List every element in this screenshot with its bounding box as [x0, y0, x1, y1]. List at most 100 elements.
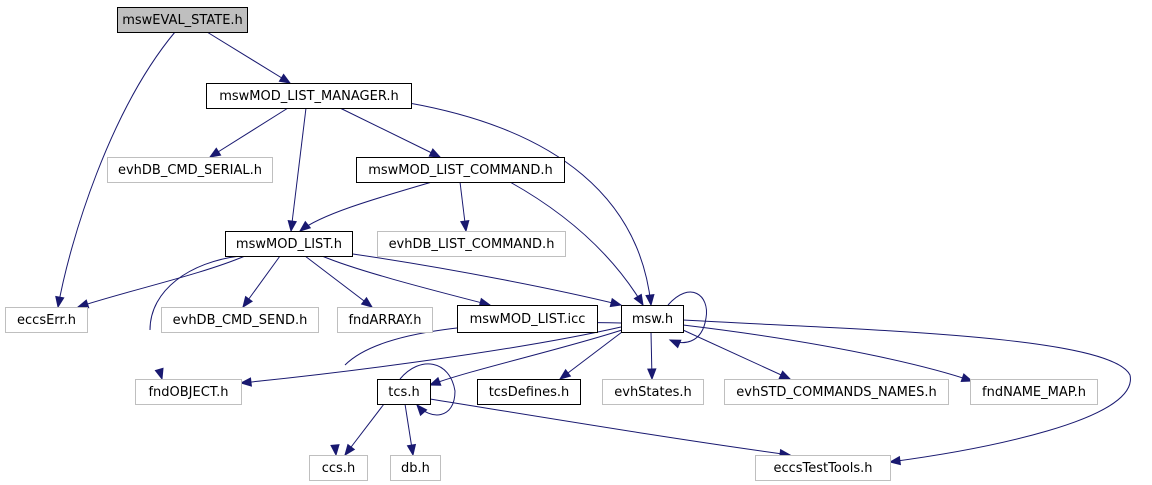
- edge-line: [344, 403, 385, 456]
- edges-layer: [55, 31, 1131, 466]
- edge-msw-to-fndOBJECT: [239, 326, 622, 387]
- arrow-head-icon: [645, 294, 655, 307]
- arrow-head-icon: [239, 377, 252, 387]
- edge-mswMOD_LIST_MANAGER-to-evhDB_CMD_SERIAL: [208, 107, 289, 158]
- edge-line: [682, 329, 791, 380]
- edge-line: [57, 31, 176, 308]
- node-box: [107, 157, 273, 183]
- node-label: evhDB_LIST_COMMAND.h: [389, 237, 555, 252]
- arrow-head-icon: [287, 220, 297, 233]
- node-msw[interactable]: msw.h: [621, 305, 684, 333]
- edge-mswEVAL_STATE-to-eccsErr: [55, 31, 176, 309]
- edge-msw-to-fndNAME_MAP: [682, 324, 974, 383]
- edge-line: [429, 398, 791, 456]
- edge-mswMOD_LIST_MANAGER-to-mswMOD_LIST_COMMAND: [339, 107, 442, 158]
- node-db: db.h: [390, 455, 441, 481]
- arrow-head-icon: [154, 367, 164, 381]
- node-box: [377, 231, 566, 257]
- edge-line: [339, 107, 441, 158]
- node-label: tcs.h: [388, 385, 419, 400]
- node-box: [602, 379, 704, 405]
- edge-mswMOD_LIST_MANAGER-to-msw: [408, 102, 655, 307]
- arrow-head-icon: [330, 444, 340, 457]
- arrow-head-icon: [888, 455, 901, 466]
- edge-msw-to-evhSTD_COMMANDS_NAMES: [682, 329, 792, 380]
- edge-msw-to-tcs: [428, 329, 623, 386]
- arrow-head-icon: [416, 403, 428, 417]
- arrow-head-icon: [406, 443, 417, 457]
- edge-line: [149, 255, 241, 331]
- edge-tcs-to-eccsTestTools: [429, 398, 792, 459]
- arrow-head-icon: [76, 299, 90, 309]
- node-mswEVAL_STATE: mswEVAL_STATE.h: [117, 7, 248, 33]
- node-label: db.h: [401, 461, 430, 476]
- node-evhDB_CMD_SEND: evhDB_CMD_SEND.h: [161, 307, 319, 333]
- node-evhDB_CMD_SERIAL: evhDB_CMD_SERIAL.h: [107, 157, 273, 183]
- edge-line: [290, 107, 307, 232]
- arrow-head-icon: [558, 368, 572, 380]
- node-fndNAME_MAP: fndNAME_MAP.h: [970, 379, 1098, 405]
- node-tcsDefines[interactable]: tcsDefines.h: [477, 379, 581, 405]
- edge-mswMOD_LIST_COMMAND-to-msw: [509, 181, 644, 307]
- arrow-head-icon: [360, 296, 374, 308]
- node-box: [135, 379, 242, 405]
- node-mswMOD_LIST_MANAGER[interactable]: mswMOD_LIST_MANAGER.h: [206, 83, 412, 109]
- node-fndOBJECT: fndOBJECT.h: [135, 379, 242, 405]
- edge-mswMOD_LIST-to-fndARRAY: [304, 255, 374, 308]
- node-box: [970, 379, 1098, 405]
- node-evhSTD_COMMANDS_NAMES: evhSTD_COMMANDS_NAMES.h: [724, 379, 949, 405]
- node-tcs[interactable]: tcs.h: [377, 379, 431, 405]
- edge-tcs-to-db: [404, 403, 417, 457]
- arrow-head-icon: [460, 220, 470, 233]
- node-mswMOD_LIST_COMMAND[interactable]: mswMOD_LIST_COMMAND.h: [356, 157, 565, 183]
- edge-line: [299, 181, 433, 232]
- edge-mswMOD_LIST-to-mswMOD_LIST_icc: [321, 255, 492, 307]
- node-mswMOD_LIST[interactable]: mswMOD_LIST.h: [225, 231, 353, 257]
- node-label: fndNAME_MAP.h: [982, 385, 1086, 400]
- node-label: evhStates.h: [614, 385, 692, 400]
- node-box: [309, 455, 368, 481]
- node-box: [117, 7, 248, 33]
- edge-line: [559, 331, 623, 380]
- node-ccs: ccs.h: [309, 455, 368, 481]
- edge-msw-to-evhStates: [647, 331, 657, 381]
- edge-mswMOD_LIST-to-eccsErr: [76, 255, 246, 309]
- arrow-head-icon: [208, 147, 222, 158]
- node-label: ccs.h: [322, 461, 355, 476]
- node-eccsTestTools: eccsTestTools.h: [755, 455, 891, 481]
- node-evhDB_LIST_COMMAND: evhDB_LIST_COMMAND.h: [377, 231, 566, 257]
- node-mswMOD_LIST_icc[interactable]: mswMOD_LIST.icc: [457, 305, 598, 333]
- edge-mswMOD_LIST-to-evhDB_CMD_SEND: [242, 255, 281, 309]
- arrow-head-icon: [960, 373, 974, 383]
- edge-line: [209, 107, 289, 158]
- node-evhStates: evhStates.h: [602, 379, 704, 405]
- node-box: [457, 305, 598, 333]
- edge-line: [408, 102, 652, 306]
- node-box: [206, 83, 412, 109]
- node-label: evhDB_CMD_SEND.h: [173, 313, 308, 328]
- arrow-head-icon: [55, 295, 65, 309]
- node-label: mswMOD_LIST_MANAGER.h: [219, 89, 399, 104]
- node-label: evhSTD_COMMANDS_NAMES.h: [736, 385, 936, 400]
- arrow-head-icon: [778, 370, 792, 380]
- node-box: [724, 379, 949, 405]
- node-label: mswMOD_LIST_COMMAND.h: [368, 163, 553, 178]
- arrow-head-icon: [428, 148, 442, 158]
- node-label: fndOBJECT.h: [148, 385, 228, 400]
- edge-mswMOD_LIST_COMMAND-to-evhDB_LIST_COMMAND: [459, 181, 470, 233]
- edge-mswMOD_LIST-to-msw: [345, 252, 623, 308]
- edge-mswMOD_LIST_COMMAND-to-mswMOD_LIST: [298, 181, 433, 232]
- node-label: eccsErr.h: [17, 313, 76, 328]
- node-box: [621, 305, 684, 333]
- node-box: [390, 455, 441, 481]
- edge-line: [77, 255, 246, 308]
- node-label: mswEVAL_STATE.h: [122, 13, 243, 28]
- edge-line: [399, 363, 456, 416]
- node-box: [477, 379, 581, 405]
- edge-msw-to-tcsDefines: [558, 331, 623, 380]
- arrow-head-icon: [428, 376, 442, 386]
- nodes-layer: mswEVAL_STATE.h mswMOD_LIST_MANAGER.h evhD…: [5, 7, 1098, 481]
- node-label: evhDB_CMD_SERIAL.h: [118, 163, 262, 178]
- arrow-head-icon: [609, 297, 623, 308]
